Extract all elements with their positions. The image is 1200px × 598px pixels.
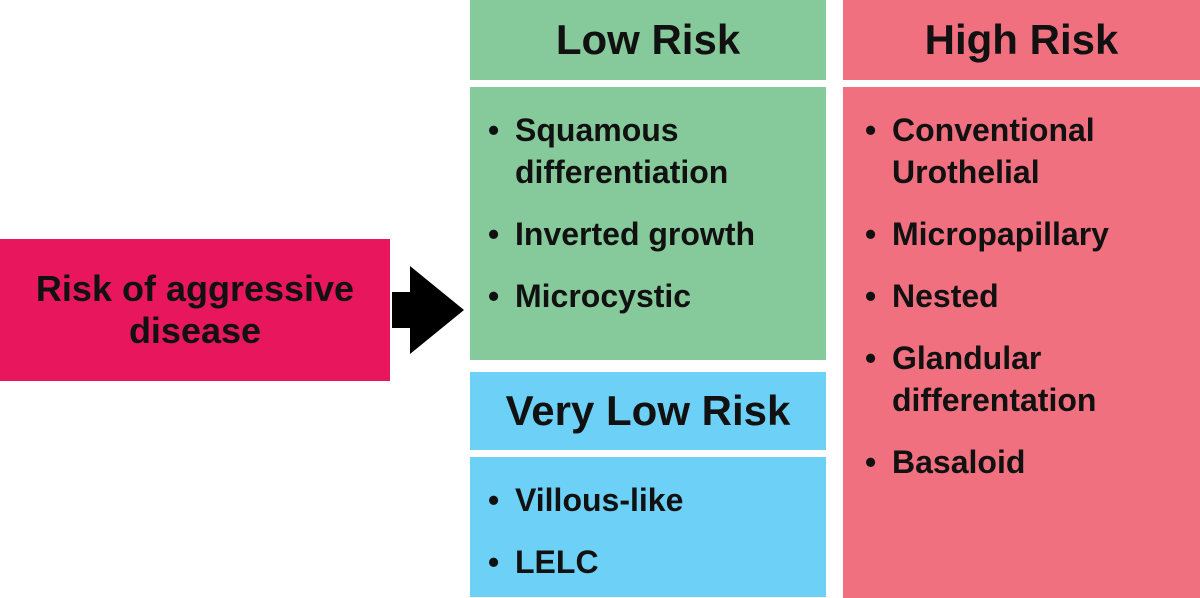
low-risk-list-box: • Squamous differentiation • Inverted gr…	[470, 87, 826, 360]
list-item-line: Inverted growth	[515, 216, 756, 252]
bullet: •	[865, 444, 877, 480]
bullet: •	[865, 340, 877, 376]
list-item: • Squamous differentiation	[488, 109, 826, 193]
list-item: • Villous-like	[488, 479, 826, 521]
list-item: • Nested	[865, 275, 1200, 317]
source-label-line2: disease	[128, 310, 262, 351]
very-low-risk-title: Very Low Risk	[505, 387, 791, 434]
list-item-line: Urothelial	[892, 154, 1040, 190]
bullet: •	[488, 482, 500, 518]
bullet: •	[865, 278, 877, 314]
list-item: • Conventional Urothelial	[865, 109, 1200, 193]
list-item-line: Micropapillary	[892, 216, 1109, 252]
very-low-risk-header: Very Low Risk	[470, 372, 826, 450]
list-item-line: LELC	[515, 544, 599, 580]
very-low-risk-list: • Villous-like • LELC	[470, 457, 826, 583]
high-risk-list-box: • Conventional Urothelial • Micropapilla…	[843, 87, 1200, 598]
high-risk-header: High Risk	[843, 0, 1200, 80]
bullet: •	[488, 544, 500, 580]
bullet: •	[488, 112, 500, 148]
list-item-line: differentiation	[515, 154, 729, 190]
list-item-line: Squamous	[515, 112, 679, 148]
list-item-line: Conventional	[892, 112, 1095, 148]
low-risk-header: Low Risk	[470, 0, 826, 80]
low-risk-list: • Squamous differentiation • Inverted gr…	[470, 87, 826, 317]
low-risk-title: Low Risk	[555, 16, 741, 63]
list-item-line: differentation	[892, 382, 1097, 418]
very-low-risk-list-box: • Villous-like • LELC	[470, 457, 826, 597]
list-item: • Micropapillary	[865, 213, 1200, 255]
list-item: • Basaloid	[865, 441, 1200, 483]
bullet: •	[488, 216, 500, 252]
list-item-line: Villous-like	[515, 482, 684, 518]
list-item: • Glandular differentation	[865, 337, 1200, 421]
list-item: • Inverted growth	[488, 213, 826, 255]
high-risk-title: High Risk	[924, 16, 1119, 63]
source-label-line1: Risk of aggressive	[35, 268, 355, 309]
list-item-line: Glandular	[892, 340, 1042, 376]
high-risk-list: • Conventional Urothelial • Micropapilla…	[843, 87, 1200, 483]
right-arrow-icon	[392, 266, 464, 354]
bullet: •	[865, 216, 877, 252]
list-item-line: Microcystic	[515, 278, 692, 314]
aggressive-disease-risk-box: Risk of aggressive disease	[0, 239, 390, 381]
bullet: •	[488, 278, 500, 314]
bullet: •	[865, 112, 877, 148]
list-item-line: Nested	[892, 278, 999, 314]
list-item: • Microcystic	[488, 275, 826, 317]
list-item: • LELC	[488, 541, 826, 583]
list-item-line: Basaloid	[892, 444, 1026, 480]
